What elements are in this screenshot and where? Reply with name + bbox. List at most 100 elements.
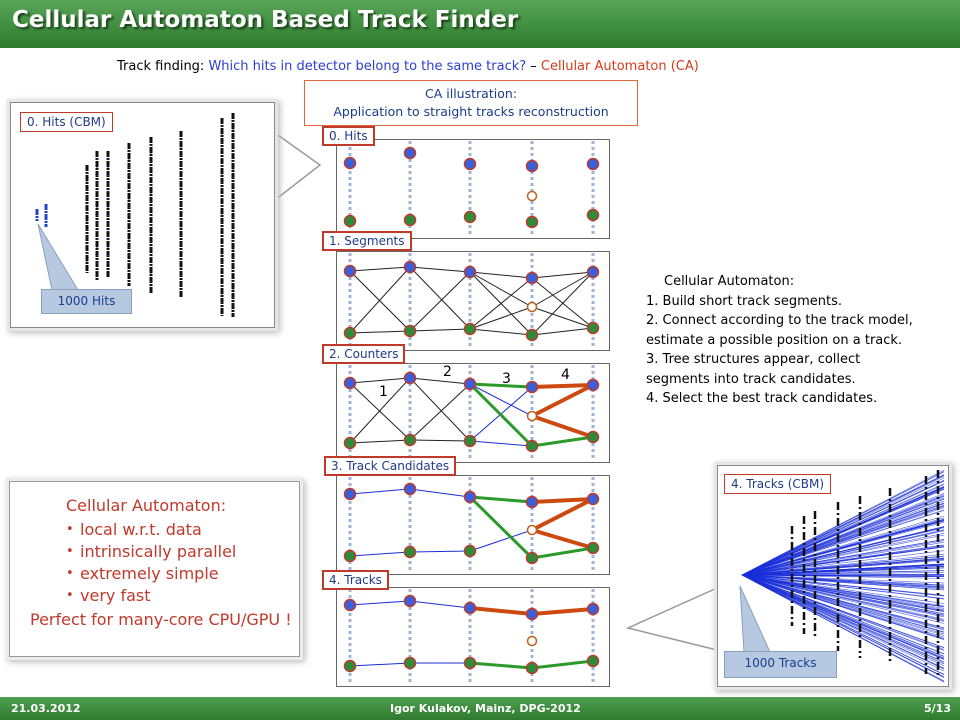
hit-marker <box>403 146 417 160</box>
hit-marker <box>525 159 539 173</box>
footer-page: 5/13 <box>924 702 951 715</box>
track-line <box>741 504 945 576</box>
hit-marker <box>463 490 477 504</box>
segment-line <box>469 661 533 670</box>
track-line <box>741 553 945 576</box>
hit-marker <box>343 549 357 563</box>
segment-line <box>531 607 594 616</box>
track-line <box>741 487 945 576</box>
hit-marker <box>586 265 600 279</box>
track-line <box>741 550 945 576</box>
hit-marker <box>463 265 477 279</box>
tracks-cbm-label: 4. Tracks (CBM) <box>724 474 832 494</box>
ca-properties-box: Cellular Automaton: local w.r.t. data in… <box>9 481 300 657</box>
track-line <box>741 574 945 633</box>
track-line <box>741 574 945 648</box>
hit-marker <box>586 430 600 444</box>
segment-line <box>531 306 594 329</box>
segment-line <box>349 377 411 384</box>
track-line <box>741 546 945 576</box>
track-line <box>741 493 945 576</box>
hit-marker <box>343 659 357 673</box>
track-line <box>741 498 945 576</box>
panel-hits <box>336 139 610 239</box>
track-line <box>741 574 945 678</box>
track-line <box>741 574 945 639</box>
ca-illustration-line2: Application to straight tracks reconstru… <box>333 104 609 119</box>
track-line <box>741 574 945 683</box>
ca-step-line: 2. Connect according to the track model, <box>646 313 913 328</box>
segment-line <box>349 266 411 334</box>
hit-marker <box>586 378 600 392</box>
hit-marker <box>343 214 357 228</box>
segment-line <box>349 330 411 334</box>
track-line <box>741 480 945 576</box>
hit-marker <box>463 377 477 391</box>
subtitle-answer: Cellular Automaton (CA) <box>540 59 699 74</box>
track-line <box>741 518 945 576</box>
hit-marker <box>403 433 417 447</box>
track-line <box>741 509 945 576</box>
track-line <box>741 574 945 599</box>
track-line <box>741 541 945 576</box>
segment-line <box>469 382 533 389</box>
footer-bar: 21.03.2012 Igor Kulakov, Mainz, DPG-2012… <box>0 697 960 720</box>
properties-heading: Cellular Automaton: <box>66 496 227 515</box>
hit-marker <box>343 598 357 612</box>
ca-steps-heading: Cellular Automaton: <box>664 274 795 289</box>
properties-list: local w.r.t. data intrinsically parallel… <box>66 519 236 607</box>
track-line <box>741 529 945 576</box>
hit-marker <box>343 436 357 450</box>
hit-marker <box>343 376 357 390</box>
segment-line <box>531 383 594 418</box>
slide-title: Cellular Automaton Based Track Finder <box>12 7 519 33</box>
track-line <box>741 574 945 667</box>
ca-illustration-line1: CA illustration: <box>425 86 517 101</box>
track-line <box>741 574 945 675</box>
track-line <box>741 571 945 576</box>
footer-date: 21.03.2012 <box>11 702 81 715</box>
hit-marker <box>463 434 477 448</box>
segment-line <box>469 306 533 330</box>
segment-line <box>349 266 411 272</box>
hit-marker <box>463 601 477 615</box>
hit-marker <box>586 541 600 555</box>
ca-illustration-box: CA illustration: Application to straight… <box>304 80 638 126</box>
track-line <box>741 574 945 584</box>
list-item: local w.r.t. data <box>66 519 236 541</box>
track-line <box>741 574 945 597</box>
hit-marker <box>403 371 417 385</box>
track-line <box>741 574 945 624</box>
list-item: intrinsically parallel <box>66 541 236 563</box>
segment-line <box>531 497 594 504</box>
hit-marker <box>525 661 539 675</box>
panel-label-hits: 0. Hits <box>322 126 375 146</box>
segment-line <box>469 328 533 336</box>
track-line <box>741 570 945 576</box>
panel-label-segments: 1. Segments <box>322 231 412 251</box>
hit-marker <box>403 656 417 670</box>
hit-marker <box>586 654 600 668</box>
segment-line <box>349 662 411 667</box>
hit-marker <box>586 321 600 335</box>
segment-line <box>531 435 594 448</box>
footer-author: Igor Kulakov, Mainz, DPG-2012 <box>390 702 581 715</box>
segment-line <box>469 440 533 447</box>
subtitle: Track finding: Which hits in detector be… <box>117 59 699 74</box>
segment-line <box>409 600 471 609</box>
segment-line <box>349 439 411 444</box>
counter-4: 4 <box>561 367 570 383</box>
segment-line <box>349 382 411 441</box>
track-line <box>741 574 945 655</box>
hit-marker <box>463 656 477 670</box>
segment-line <box>409 328 471 332</box>
segment-line <box>531 271 594 308</box>
hit-marker <box>343 487 357 501</box>
hit-marker <box>403 545 417 559</box>
hit-marker <box>525 215 539 229</box>
hit-marker <box>586 492 600 506</box>
tracks-cbm-plot <box>741 469 945 683</box>
hit-marker <box>463 157 477 171</box>
segment-line <box>469 495 533 504</box>
